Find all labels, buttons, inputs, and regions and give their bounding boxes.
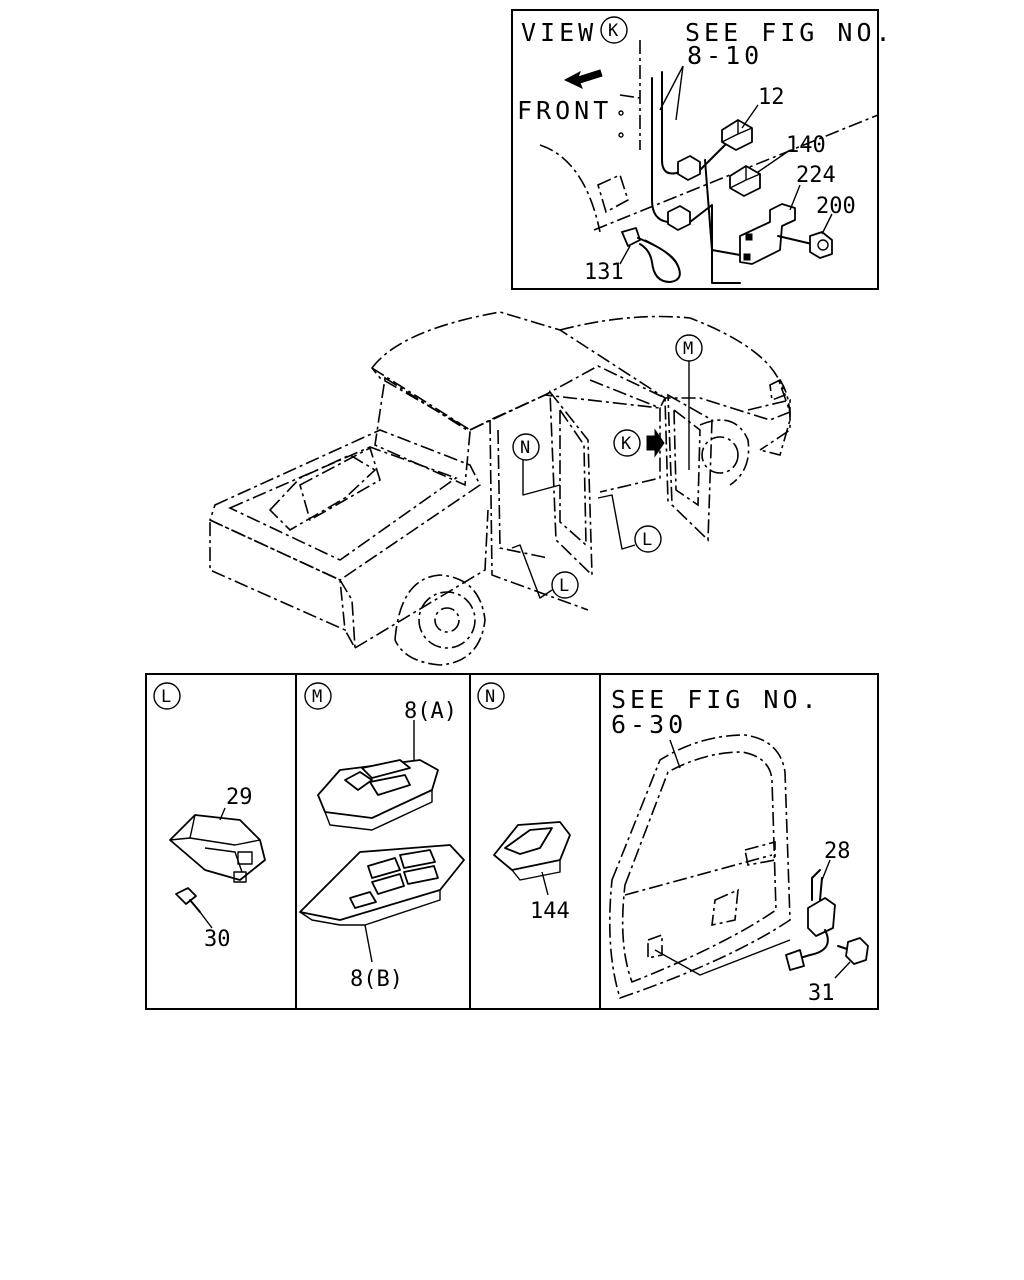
see-fig-label: SEE FIG NO. — [685, 18, 895, 47]
open-rear-door — [549, 389, 593, 577]
rear-wheel — [394, 574, 486, 666]
part-label-224: 224 — [796, 163, 836, 188]
part-label-31: 31 — [808, 981, 835, 1006]
part-label-200: 200 — [816, 194, 856, 219]
cab-side — [469, 365, 669, 503]
marker-l-sill: L — [511, 544, 579, 599]
courtesy-switch-28 — [785, 869, 836, 971]
screw-30 — [175, 887, 201, 913]
fig-leader — [659, 65, 684, 121]
hood — [559, 315, 792, 421]
svg-text:L: L — [642, 530, 652, 550]
inset-view-k: VIEW K SEE FIG NO. 8-10 FRONT — [511, 9, 895, 290]
panel-door-see-fig: SEE FIG NO. — [611, 685, 821, 714]
fig-number: 8-10 — [687, 41, 763, 70]
front-arrow-icon — [563, 69, 603, 89]
vehicle-drawing: M N K L L — [209, 311, 792, 666]
rear-window — [374, 376, 471, 487]
panel-n: N 144 — [477, 682, 571, 924]
front-label: FRONT — [517, 96, 612, 125]
panel-m-marker: M — [312, 687, 322, 707]
part-label-144: 144 — [530, 899, 570, 924]
marker-n: N — [512, 433, 561, 496]
clip-upper — [677, 155, 701, 181]
svg-text:M: M — [683, 339, 693, 359]
part-label-28: 28 — [824, 839, 851, 864]
detail-panels: L 29 30 M — [145, 673, 879, 1010]
marker-m: M — [675, 334, 703, 470]
part-label-30: 30 — [204, 927, 231, 952]
svg-text:K: K — [608, 21, 619, 41]
marker-l-door: L — [597, 494, 662, 553]
door-switch-29 — [169, 814, 266, 883]
svg-text:L: L — [559, 576, 569, 596]
bolt-31 — [837, 937, 869, 965]
part-label-29: 29 — [226, 785, 253, 810]
tie-band-131 — [621, 227, 681, 283]
window-switch-144 — [493, 821, 571, 881]
panel-l: L 29 30 — [153, 682, 266, 952]
window-switch-8b — [299, 844, 465, 926]
connector-12 — [721, 119, 753, 151]
cab-roof — [370, 311, 667, 431]
front-wheel — [699, 419, 750, 486]
door-panel — [609, 734, 791, 1000]
fender-curve — [539, 144, 601, 233]
svg-text:N: N — [520, 438, 530, 458]
bracket-224 — [739, 203, 796, 265]
part-label-8a: 8(A) — [404, 699, 457, 724]
svg-text:K: K — [621, 434, 632, 454]
window-switch-8a — [317, 759, 439, 831]
connector-140 — [729, 165, 761, 197]
panel-m: M 8(A) 8(B) — [299, 682, 465, 992]
bolt-200 — [777, 231, 833, 259]
body-panel-line — [619, 40, 641, 150]
part-label-8b: 8(B) — [350, 967, 403, 992]
bed-box — [268, 454, 377, 532]
panel-hole — [597, 173, 629, 214]
view-title: VIEW — [521, 18, 597, 47]
truck-bed — [209, 429, 482, 581]
marker-k: K — [613, 428, 665, 458]
detail-frame — [145, 673, 879, 1010]
view-title-marker: K — [600, 16, 628, 44]
part-label-131: 131 — [584, 260, 624, 285]
part-label-140: 140 — [786, 133, 826, 158]
open-front-door — [667, 393, 713, 542]
inset-frame — [511, 9, 879, 290]
part-label-12: 12 — [758, 85, 785, 110]
panel-l-marker: L — [161, 687, 171, 707]
panel-door-fig-number: 6-30 — [611, 710, 687, 739]
tailgate — [209, 518, 346, 632]
clip-lower — [667, 205, 691, 231]
panel-n-marker: N — [485, 687, 495, 707]
panel-door: SEE FIG NO. 6-30 28 — [609, 685, 869, 1006]
